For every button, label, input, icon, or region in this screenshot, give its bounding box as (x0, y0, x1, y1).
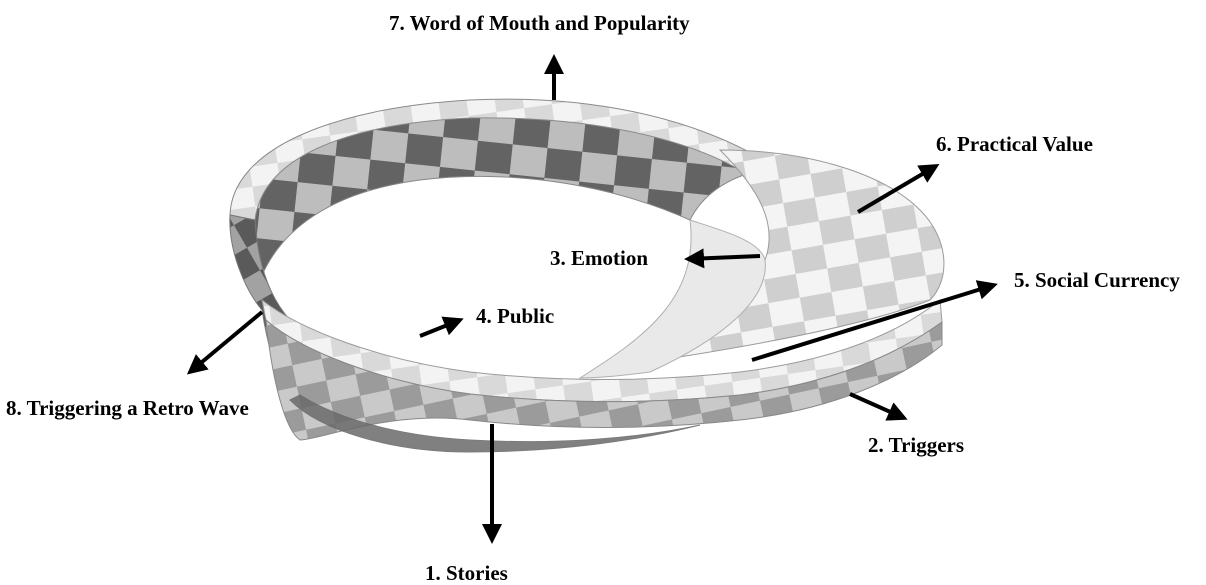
label-social-currency: 5. Social Currency (1014, 268, 1180, 292)
arrow-triggers (849, 392, 908, 421)
band-bottom-belly (289, 394, 701, 453)
label-emotion: 3. Emotion (550, 246, 649, 270)
band-bowl-inner (578, 219, 766, 379)
label-stories: 1. Stories (425, 561, 508, 585)
label-word-of-mouth: 7. Word of Mouth and Popularity (389, 11, 690, 35)
arrow-practical-value (856, 163, 940, 214)
arrow-public (419, 316, 464, 338)
arrows (186, 54, 998, 544)
label-retro-wave: 8. Triggering a Retro Wave (6, 396, 249, 420)
arrow-retro-wave (186, 310, 264, 375)
label-practical-value: 6. Practical Value (936, 132, 1093, 156)
arrow-emotion (684, 248, 761, 269)
label-public: 4. Public (476, 304, 555, 328)
arrow-social-currency (751, 280, 998, 362)
label-triggers: 2. Triggers (868, 433, 965, 457)
band-front-outer (265, 318, 943, 441)
